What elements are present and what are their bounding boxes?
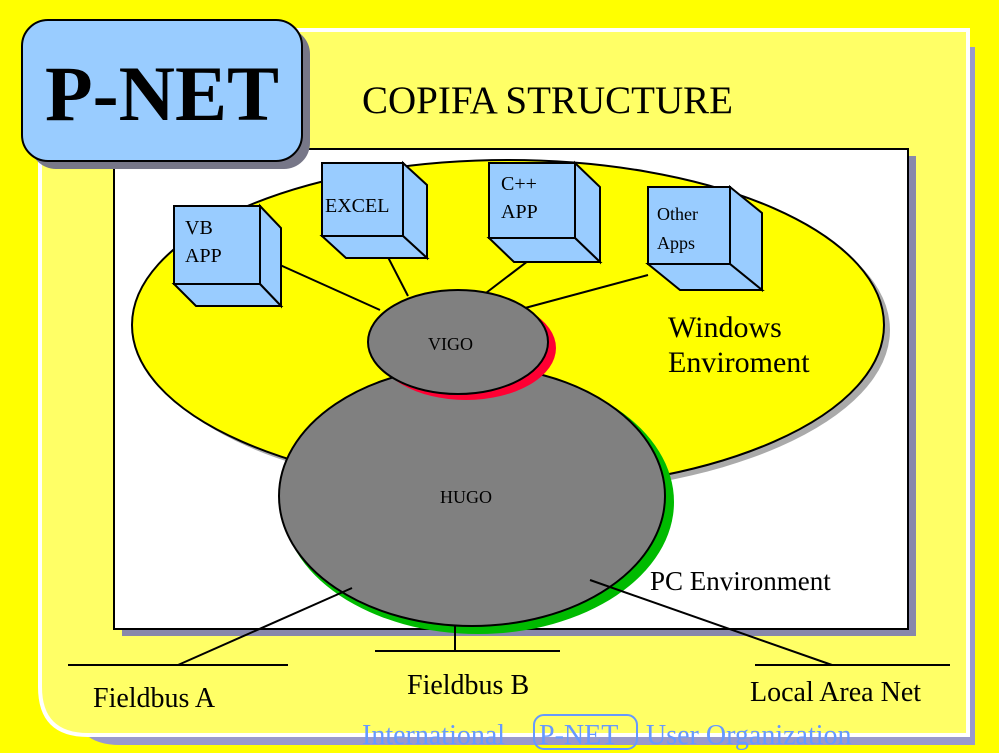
app-other-line2: Apps bbox=[657, 233, 695, 253]
footer-badge-box bbox=[533, 714, 638, 750]
connector-other bbox=[524, 274, 649, 309]
vigo-label: VIGO bbox=[428, 334, 473, 354]
windows-label-line1: Windows bbox=[668, 311, 782, 344]
logo-box bbox=[21, 19, 303, 162]
vigo-node bbox=[367, 289, 549, 395]
app-box-cpp bbox=[486, 160, 603, 265]
footer-prefix: International bbox=[362, 720, 505, 751]
connector-vb bbox=[279, 264, 381, 311]
hugo-label: HUGO bbox=[440, 487, 492, 507]
lan-connector bbox=[589, 579, 833, 666]
footer-suffix: User Organization bbox=[646, 720, 852, 751]
app-other-line1: Other bbox=[657, 204, 698, 224]
bus-lines bbox=[68, 579, 950, 666]
lan-label: Local Area Net bbox=[750, 677, 921, 708]
cube-face bbox=[321, 162, 404, 237]
cube-face bbox=[488, 162, 576, 239]
app-cpp-line2: APP bbox=[501, 201, 538, 223]
app-box-excel bbox=[319, 160, 430, 261]
fieldbus-b-label: Fieldbus B bbox=[407, 670, 529, 701]
fieldbus-a-connector bbox=[177, 587, 353, 666]
windows-label-line2: Enviroment bbox=[668, 346, 810, 379]
cube-face bbox=[647, 186, 731, 265]
pc-environment-label: PC Environment bbox=[650, 566, 831, 596]
logo-text: P-NET bbox=[45, 50, 279, 137]
app-box-other bbox=[645, 184, 765, 293]
fieldbus-a-label: Fieldbus A bbox=[93, 683, 216, 714]
app-excel-line1: EXCEL bbox=[325, 195, 389, 217]
app-cpp-line1: C++ bbox=[501, 173, 537, 195]
app-box-vb bbox=[171, 203, 284, 309]
page-title: COPIFA STRUCTURE bbox=[362, 79, 733, 122]
app-vb-line1: VB bbox=[185, 217, 213, 239]
cube-face bbox=[173, 205, 261, 285]
footer-badge: P-NET bbox=[539, 720, 618, 751]
app-vb-line2: APP bbox=[185, 245, 222, 267]
